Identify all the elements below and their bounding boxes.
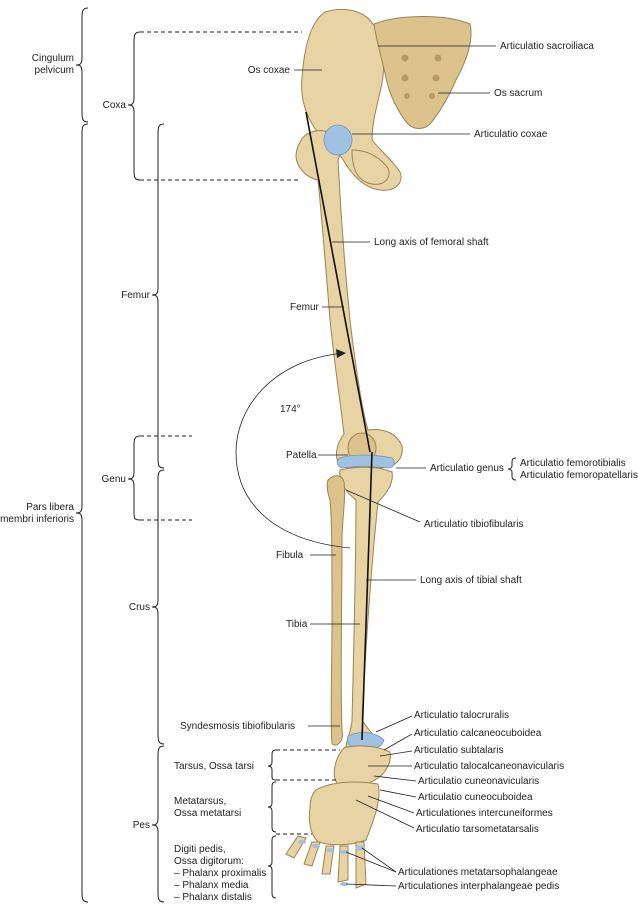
label-genu: Genu bbox=[102, 474, 126, 485]
label-talocruralis: Articulatio talocruralis bbox=[414, 710, 509, 721]
label-digiti-2: Ossa digitorum: bbox=[174, 856, 244, 867]
label-cuneonavicularis: Articulatio cuneonavicularis bbox=[418, 776, 539, 787]
label-calcaneocuboidea: Articulatio calcaneocuboidea bbox=[414, 728, 542, 739]
knee-cartilage bbox=[336, 454, 395, 469]
fibula-shape bbox=[326, 475, 346, 746]
tarsus-shape bbox=[333, 745, 391, 789]
label-long-axis-femoral: Long axis of femoral shaft bbox=[374, 237, 489, 248]
label-long-axis-tibial: Long axis of tibial shaft bbox=[420, 575, 522, 586]
label-digiti-1: Digiti pedis, bbox=[174, 844, 226, 855]
brace-femur bbox=[151, 123, 165, 469]
metatarsus-shape bbox=[308, 781, 380, 846]
region-labels: Cingulum pelvicum Pars libera membri inf… bbox=[0, 53, 266, 903]
label-digiti-5: – Phalanx distalis bbox=[174, 892, 252, 903]
label-coxa: Coxa bbox=[103, 100, 127, 111]
angle-arc bbox=[235, 352, 351, 549]
brace-coxa bbox=[127, 31, 141, 181]
angle-arrow-head bbox=[336, 349, 346, 358]
label-os-sacrum: Os sacrum bbox=[494, 88, 542, 99]
brace-digiti bbox=[267, 835, 277, 899]
label-digiti-3: – Phalanx proximalis bbox=[174, 868, 266, 879]
label-articulatio-femoropatellaris: Articulatio femoropatellaris bbox=[520, 470, 638, 481]
label-pes: Pes bbox=[133, 820, 150, 831]
label-articulatio-sacroiliaca: Articulatio sacroiliaca bbox=[500, 41, 594, 52]
femur-shape bbox=[295, 130, 403, 470]
mtp-cartilage bbox=[298, 840, 365, 886]
bone-illustration bbox=[235, 9, 472, 889]
label-tarsus: Tarsus, Ossa tarsi bbox=[174, 761, 254, 772]
label-femur-region: Femur bbox=[121, 290, 151, 301]
label-articulatio-femorotibialis: Articulatio femorotibialis bbox=[520, 458, 626, 469]
label-syndesmosis: Syndesmosis tibiofibularis bbox=[180, 721, 295, 732]
label-talocalcaneonavicularis: Articulatio talocalcaneonavicularis bbox=[414, 761, 564, 772]
label-intercuneiformes: Articulationes intercuneiformes bbox=[416, 808, 553, 819]
label-articulatio-genus: Articulatio genus bbox=[430, 463, 504, 474]
label-interphalangeae: Articulationes interphalangeae pedis bbox=[398, 881, 559, 892]
label-fibula: Fibula bbox=[276, 550, 304, 561]
brace-genu bbox=[127, 435, 141, 521]
label-femur: Femur bbox=[290, 302, 320, 313]
region-braces bbox=[75, 7, 340, 903]
label-pars-libera-1: Pars libera bbox=[26, 502, 74, 513]
label-metatarsus-1: Metatarsus, bbox=[174, 796, 226, 807]
label-pars-libera-2: membri inferioris bbox=[0, 514, 74, 525]
sacral-foramina bbox=[401, 54, 442, 99]
brace-pes bbox=[151, 745, 165, 903]
structure-labels: Articulatio sacroiliaca Os coxae Os sacr… bbox=[180, 41, 638, 892]
label-crus: Crus bbox=[129, 602, 150, 613]
brace-cingulum bbox=[75, 7, 89, 123]
femoral-axis-line bbox=[305, 111, 371, 453]
label-patella: Patella bbox=[286, 450, 317, 461]
label-os-coxae: Os coxae bbox=[248, 65, 291, 76]
label-cingulum-1: Cingulum bbox=[32, 53, 74, 64]
brace-pars-libera bbox=[75, 123, 89, 903]
femoral-head-cartilage bbox=[323, 124, 353, 156]
tibial-axis-line bbox=[361, 451, 373, 741]
label-tarsometatarsalis: Articulatio tarsometatarsalis bbox=[416, 824, 539, 835]
os-sacrum-shape bbox=[373, 16, 472, 129]
label-angle: 174° bbox=[280, 404, 301, 415]
brace-tarsus bbox=[267, 749, 277, 781]
brace-metatarsus bbox=[267, 781, 277, 833]
label-metatarsus-2: Ossa metatarsi bbox=[174, 808, 241, 819]
label-cingulum-2: pelvicum bbox=[35, 65, 74, 76]
label-metatarsophalangeae: Articulationes metatarsophalangeae bbox=[398, 867, 558, 878]
brace-crus bbox=[151, 469, 165, 745]
pubis-ischium-shape bbox=[351, 149, 390, 185]
label-articulatio-tibiofibularis: Articulatio tibiofibularis bbox=[424, 519, 524, 530]
label-digiti-4: – Phalanx media bbox=[174, 880, 249, 891]
label-tibia: Tibia bbox=[286, 619, 308, 630]
label-cuneocuboidea: Articulatio cuneocuboidea bbox=[418, 792, 533, 803]
label-subtalaris: Articulatio subtalaris bbox=[414, 745, 503, 756]
label-articulatio-coxae: Articulatio coxae bbox=[474, 129, 548, 140]
